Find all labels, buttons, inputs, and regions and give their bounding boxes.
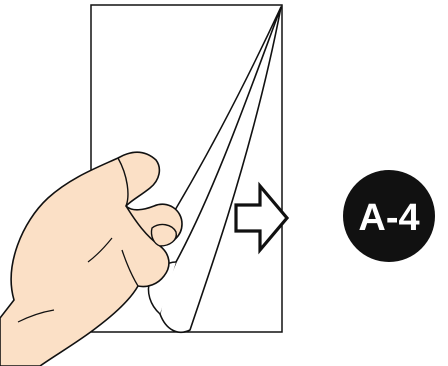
peeled-flap — [159, 6, 282, 334]
step-badge-label: A-4 — [358, 197, 419, 239]
step-badge: A-4 — [343, 170, 435, 262]
thumbnail — [150, 223, 177, 247]
wrist-line — [17, 309, 55, 323]
arrow-right-icon — [234, 181, 290, 255]
finger-crease-2 — [87, 237, 113, 263]
index-finger — [117, 157, 129, 207]
finger-crease-1 — [121, 249, 139, 287]
step-badge-circle — [343, 170, 435, 262]
hand — [0, 151, 183, 366]
